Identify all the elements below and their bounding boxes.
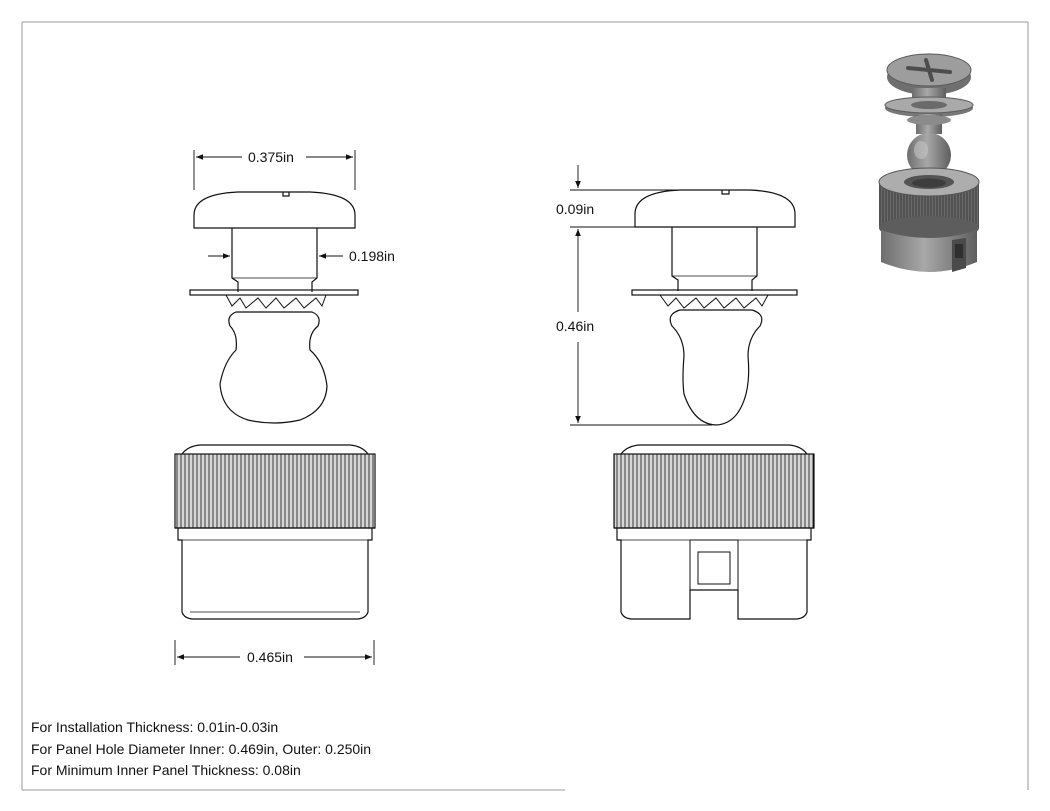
head-width-label: 0.375in [248,149,294,165]
note-panel-hole-diameter: For Panel Hole Diameter Inner: 0.469in, … [31,741,372,757]
bulb-stud-front [219,311,328,424]
front-dimensions [174,150,375,665]
base-width-label: 0.465in [247,649,293,665]
head-height-label: 0.09in [556,201,594,217]
sheet-frame [21,21,1029,791]
washer-teeth-front [225,294,327,309]
isometric-render [878,53,980,272]
screw-head-front [193,191,356,229]
knurled-band-side [613,453,815,529]
stud-side [669,309,763,426]
washer-front [189,289,359,296]
screw-shank-front [231,228,318,292]
screw-head-side [634,189,796,228]
washer-side [631,289,798,296]
shank-diameter-label: 0.198in [349,248,395,264]
side-view [613,189,815,620]
nut-body-front [177,528,373,620]
front-view [174,191,376,620]
stud-length-label: 0.46in [556,318,594,334]
nut-body-side [616,528,812,620]
side-dimensions [570,165,712,426]
note-min-inner-panel-thickness: For Minimum Inner Panel Thickness: 0.08i… [31,762,301,778]
note-installation-thickness: For Installation Thickness: 0.01in-0.03i… [31,719,279,735]
nut-slot-side [689,539,739,591]
screw-shank-side [671,227,758,291]
knurled-band-front [174,453,376,529]
washer-teeth-side [659,294,769,309]
